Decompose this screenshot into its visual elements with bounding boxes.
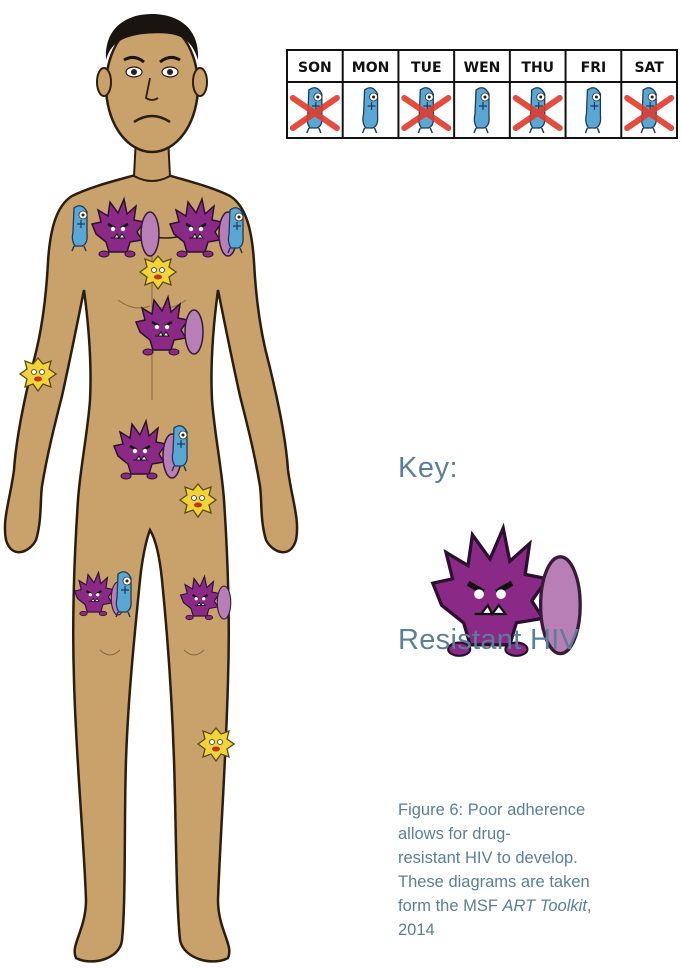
head <box>97 14 207 152</box>
caption-book-title: ART Toolkit <box>503 897 587 915</box>
caption-text: form the MSF <box>398 897 503 915</box>
cd4-cell-icon <box>474 88 489 133</box>
body-silhouette <box>5 170 297 961</box>
cd4-cell-icon <box>228 208 243 253</box>
yellow-virus-icon <box>198 728 234 761</box>
caption-line: resistant HIV to develop. <box>398 846 681 870</box>
caption-text: , <box>587 897 592 915</box>
caption-line: 2014 <box>398 918 681 942</box>
caption-line: These diagrams are taken <box>398 870 681 894</box>
cd4-cell-icon <box>116 572 131 617</box>
key-label: Resistant HIV <box>398 624 579 657</box>
day-label: MON <box>352 60 390 76</box>
yellow-virus-icon <box>180 484 216 517</box>
figure-caption: Figure 6: Poor adherence allows for drug… <box>398 798 681 942</box>
cd4-cell-icon <box>72 206 87 251</box>
human-figure <box>5 14 297 961</box>
day-label: SON <box>298 60 332 76</box>
caption-line: allows for drug- <box>398 822 681 846</box>
cd4-cell-icon <box>585 88 600 133</box>
dose-calendar: SON MON TUE WEN THU FRI SAT <box>287 50 677 138</box>
key-title: Key: <box>398 452 458 485</box>
day-label: THU <box>521 60 554 76</box>
caption-line: form the MSF ART Toolkit, <box>398 894 681 918</box>
day-label: SAT <box>634 60 664 76</box>
cd4-cell-icon <box>363 88 378 133</box>
day-label: TUE <box>411 60 441 76</box>
day-label: FRI <box>581 60 607 76</box>
yellow-virus-icon <box>140 256 176 289</box>
caption-line: Figure 6: Poor adherence <box>398 798 681 822</box>
yellow-virus-icon <box>20 358 56 391</box>
day-label: WEN <box>464 60 501 76</box>
cd4-cell-icon <box>172 426 187 471</box>
